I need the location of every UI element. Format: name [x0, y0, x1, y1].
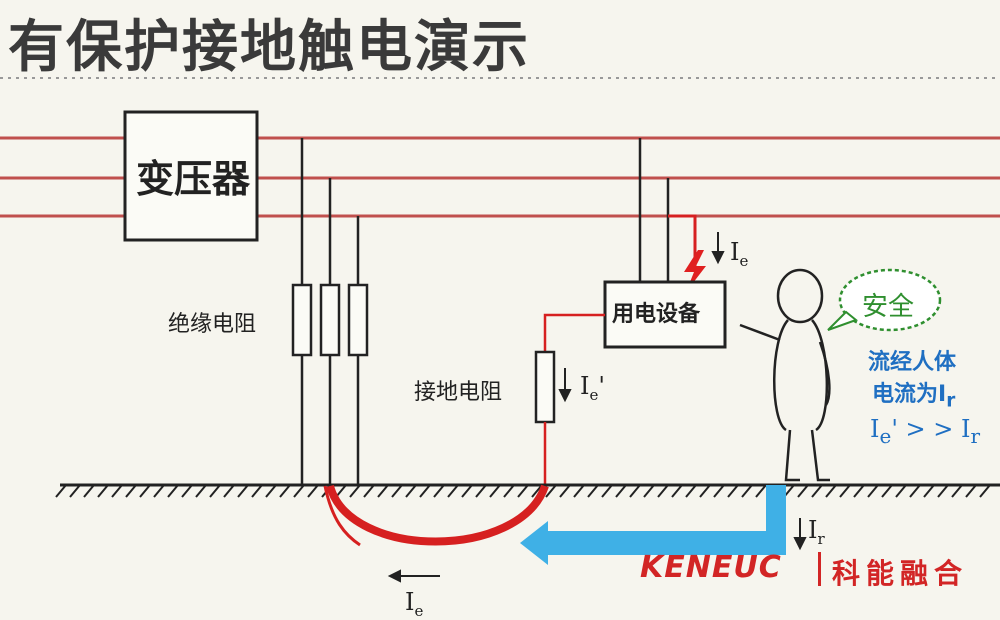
- grounding-resistor: [534, 350, 556, 424]
- ground-current-label: Ie': [580, 372, 605, 404]
- note-subscript: r: [970, 423, 981, 448]
- equipment-label: 用电设备: [612, 302, 701, 327]
- insulation-resistors: [291, 283, 369, 357]
- note-subscript: e: [879, 423, 892, 448]
- fault-wire: [668, 214, 697, 270]
- safe-label: 安全: [862, 292, 915, 322]
- body-current-label: Ir: [808, 516, 825, 548]
- equipment-current-label: Ie: [730, 238, 748, 270]
- body-current-arrow: [520, 485, 786, 565]
- current-symbol: I: [580, 372, 590, 400]
- grounding-resistance-label: 接地电阻: [414, 380, 503, 405]
- current-symbol: I: [405, 588, 415, 616]
- current-subscript: e: [589, 385, 599, 404]
- person-figure: [739, 268, 831, 482]
- prime-mark: ': [598, 372, 605, 400]
- note-text: 电流为I: [872, 382, 947, 407]
- transformer-box: [123, 110, 259, 242]
- spark-icon: [684, 250, 706, 292]
- equipment-feed: [638, 138, 670, 282]
- insulation-leads: [300, 138, 360, 485]
- note-line-1: 流经人体: [868, 350, 957, 375]
- note-text: I: [870, 415, 880, 443]
- note-subscript: r: [946, 390, 956, 412]
- current-subscript: e: [739, 251, 749, 270]
- earth-current-label: Ie: [405, 588, 423, 620]
- note-line-2: 电流为Ir: [872, 380, 955, 416]
- brand-divider: [818, 552, 821, 586]
- current-subscript: e: [414, 601, 424, 620]
- current-symbol: I: [730, 238, 740, 266]
- note-text: ' > > I: [891, 415, 971, 443]
- speech-bubble: [827, 268, 942, 332]
- ground-hatch: [55, 484, 991, 498]
- ground-wire-top: [543, 313, 605, 352]
- page-title: 有保护接地触电演示: [8, 15, 530, 80]
- current-symbol: I: [808, 516, 818, 544]
- ground-current-arc: [326, 484, 549, 546]
- brand-name-cn: 科能融合: [832, 557, 969, 590]
- note-line-3: Ie' > > Ir: [870, 414, 980, 451]
- transformer-label: 变压器: [136, 157, 251, 201]
- current-arrows: [387, 232, 807, 583]
- insulation-resistance-label: 绝缘电阻: [168, 312, 257, 337]
- current-subscript: r: [817, 529, 825, 548]
- brand-logo: KENEUC: [640, 550, 782, 585]
- ground-current-arc-tail: [323, 485, 361, 547]
